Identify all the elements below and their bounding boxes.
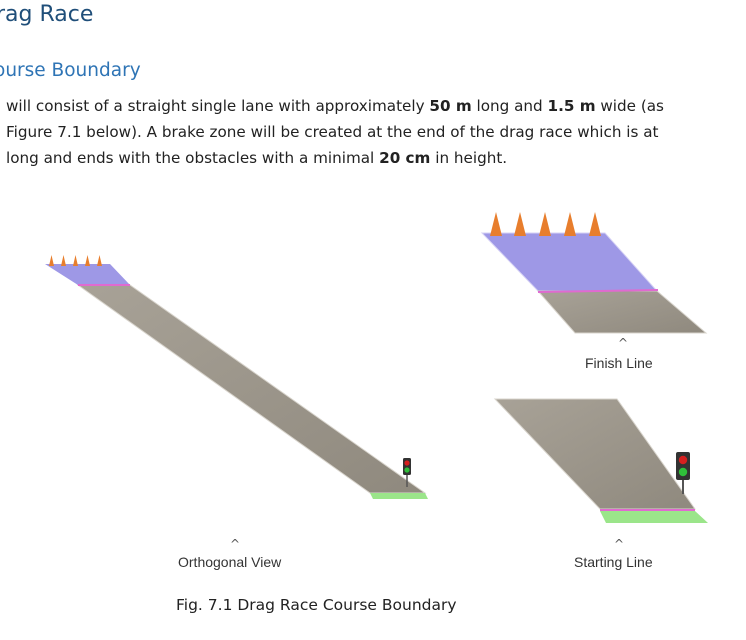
cone-icon <box>73 255 78 266</box>
section-heading: rag Race <box>0 2 94 27</box>
cone-icon <box>49 255 54 266</box>
cone-icon <box>539 212 551 236</box>
start-view <box>493 398 708 523</box>
traffic-light-icon <box>676 452 690 494</box>
orthogonal-view-label: Orthogonal View <box>178 554 282 570</box>
start-zone <box>600 511 708 523</box>
figure-course-boundary: ^ Orthogonal View ^ Finish Line ^ Starti… <box>0 190 746 635</box>
brake-zone <box>45 264 130 285</box>
start-view-label: Starting Line <box>574 554 653 570</box>
caret-icon: ^ <box>618 336 629 350</box>
paragraph-line-3: long and ends with the obstacles with a … <box>6 145 744 171</box>
caret-icon: ^ <box>614 537 625 551</box>
cone-icon <box>85 255 90 266</box>
start-zone <box>370 493 428 499</box>
caret-icon: ^ <box>230 537 241 551</box>
cone-icon <box>589 212 601 236</box>
figure-caption: Fig. 7.1 Drag Race Course Boundary <box>176 596 457 614</box>
finish-line <box>537 289 659 293</box>
course-illustration <box>45 212 708 523</box>
lane-surface <box>536 290 708 334</box>
text-segment: in height. <box>430 149 508 167</box>
bold-height: 20 cm <box>379 149 431 167</box>
text-segment: will consist of a straight single lane w… <box>6 97 430 115</box>
text-segment: wide (as <box>595 97 664 115</box>
text-segment: long and <box>471 97 548 115</box>
cone-icon <box>490 212 502 236</box>
finish-view <box>480 212 708 334</box>
lane-surface <box>493 398 696 510</box>
cone-icon <box>514 212 526 236</box>
cone-icon <box>61 255 66 266</box>
cone-icon <box>97 255 102 266</box>
body-paragraph: will consist of a straight single lane w… <box>6 93 744 171</box>
orthogonal-view <box>45 255 428 499</box>
paragraph-line-2: Figure 7.1 below). A brake zone will be … <box>6 123 659 141</box>
traffic-light-icon <box>403 458 411 487</box>
cone-icon <box>564 212 576 236</box>
bold-length: 50 m <box>429 97 472 115</box>
subsection-heading: ourse Boundary <box>0 60 141 81</box>
paragraph-line-1: will consist of a straight single lane w… <box>6 93 744 119</box>
brake-zone <box>480 232 659 292</box>
finish-view-label: Finish Line <box>585 355 653 371</box>
text-segment: long and ends with the obstacles with a … <box>6 149 380 167</box>
lane-surface <box>76 284 427 494</box>
cone-row <box>490 212 601 236</box>
bold-width: 1.5 m <box>547 97 596 115</box>
cone-row <box>49 255 102 266</box>
